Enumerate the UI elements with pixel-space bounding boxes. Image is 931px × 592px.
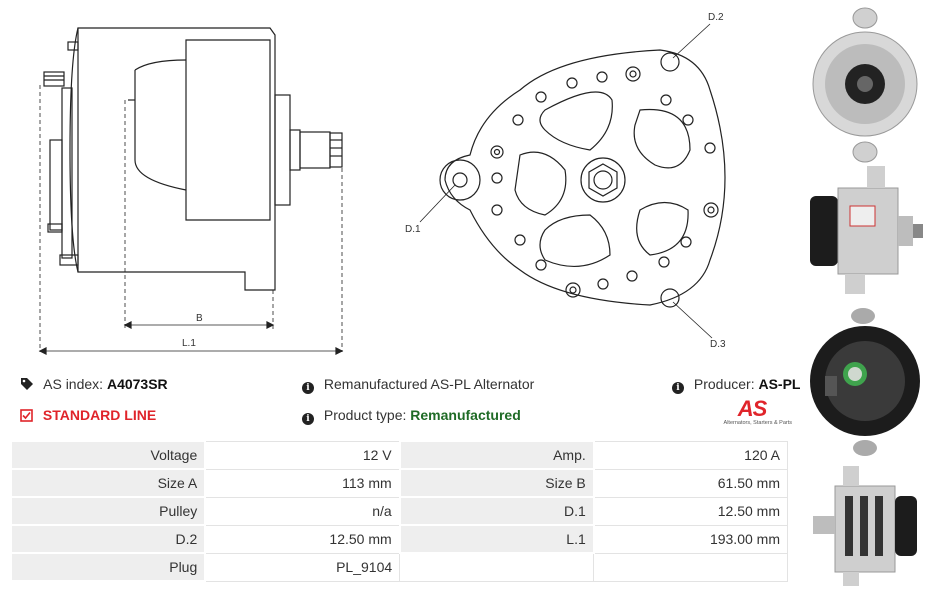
spec-label: Plug	[9, 552, 207, 582]
spec-value: 120 A	[593, 440, 788, 470]
dimension-b-label: B	[196, 313, 203, 324]
table-row: Voltage 12 V Amp. 120 A	[9, 440, 788, 470]
technical-drawings: B L.1 D.1 D.2 D.3	[38, 12, 726, 355]
spec-label: Size A	[9, 468, 207, 498]
spec-value: 12 V	[204, 440, 401, 470]
spec-value: 193.00 mm	[593, 524, 788, 554]
product-photo-top[interactable]	[805, 466, 925, 586]
as-index-value[interactable]: A4073SR	[106, 376, 168, 392]
spec-label: Size B	[398, 468, 595, 498]
spec-label: Voltage	[9, 440, 207, 470]
info-icon: i	[302, 413, 314, 425]
info-icon: i	[302, 382, 314, 394]
spec-value: n/a	[204, 496, 401, 526]
spec-empty-cell	[399, 552, 595, 582]
spec-value: 113 mm	[204, 468, 401, 498]
product-type: i Product type: Remanufactured	[302, 407, 521, 425]
spec-value: PL_9104	[204, 552, 401, 582]
dimension-l1-label: L.1	[182, 338, 196, 349]
table-row: Plug PL_9104	[9, 552, 788, 582]
tag-icon	[21, 378, 33, 390]
producer: i Producer: AS-PL	[672, 376, 800, 394]
standard-line-text: STANDARD LINE	[42, 407, 157, 423]
table-row: Pulley n/a D.1 12.50 mm	[9, 496, 788, 526]
spec-empty-cell	[593, 552, 788, 582]
specs-table: Voltage 12 V Amp. 120 A Size A 113 mm Si…	[9, 440, 788, 582]
as-index-label: AS index:	[43, 376, 104, 392]
spec-label: Amp.	[398, 440, 595, 470]
spec-label: D.2	[9, 524, 207, 554]
spec-label: L.1	[398, 524, 595, 554]
table-row: D.2 12.50 mm L.1 193.00 mm	[9, 524, 788, 554]
as-index: AS index: A4073SR	[20, 376, 168, 392]
spec-label: Pulley	[9, 496, 207, 526]
producer-value: AS-PL	[758, 376, 801, 392]
standard-line-badge: STANDARD LINE	[20, 407, 156, 423]
product-photo-side[interactable]	[805, 166, 925, 296]
as-logo: AS Alternators, Starters & Parts	[712, 398, 792, 432]
producer-label: Producer:	[693, 376, 755, 392]
product-type-value: Remanufactured	[410, 407, 521, 423]
table-row: Size A 113 mm Size B 61.50 mm	[9, 468, 788, 498]
d1-label: D.1	[405, 224, 421, 235]
description-text: Remanufactured AS-PL Alternator	[323, 376, 535, 392]
product-photo-rear[interactable]	[805, 306, 925, 456]
as-logo-mark: AS	[737, 396, 768, 421]
spec-value: 12.50 mm	[204, 524, 401, 554]
d3-label: D.3	[710, 339, 726, 350]
product-description: i Remanufactured AS-PL Alternator	[302, 376, 534, 394]
spec-value: 12.50 mm	[593, 496, 788, 526]
product-type-label: Product type:	[323, 407, 407, 423]
checkbox-icon	[20, 409, 33, 422]
spec-value: 61.50 mm	[593, 468, 788, 498]
front-view-drawing	[419, 23, 726, 339]
as-logo-tagline: Alternators, Starters & Parts	[723, 420, 792, 426]
side-view-drawing	[38, 27, 344, 355]
info-icon: i	[672, 382, 684, 394]
product-photo-front[interactable]	[805, 4, 925, 164]
d2-label: D.2	[708, 12, 724, 23]
spec-label: D.1	[398, 496, 595, 526]
